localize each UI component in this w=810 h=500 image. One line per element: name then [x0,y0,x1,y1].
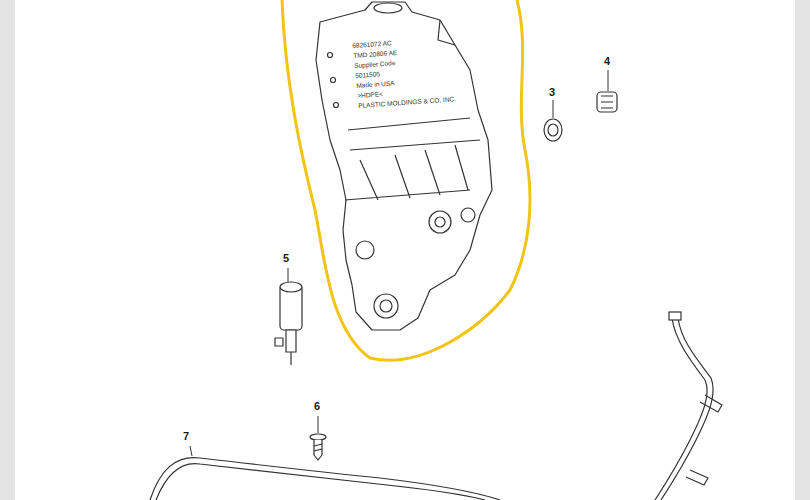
callout-number: 6 [314,400,320,412]
callout-number: 5 [283,252,289,264]
callout-number: 3 [549,86,555,98]
callout-number: 4 [604,55,610,67]
callout-number: 7 [183,430,189,442]
